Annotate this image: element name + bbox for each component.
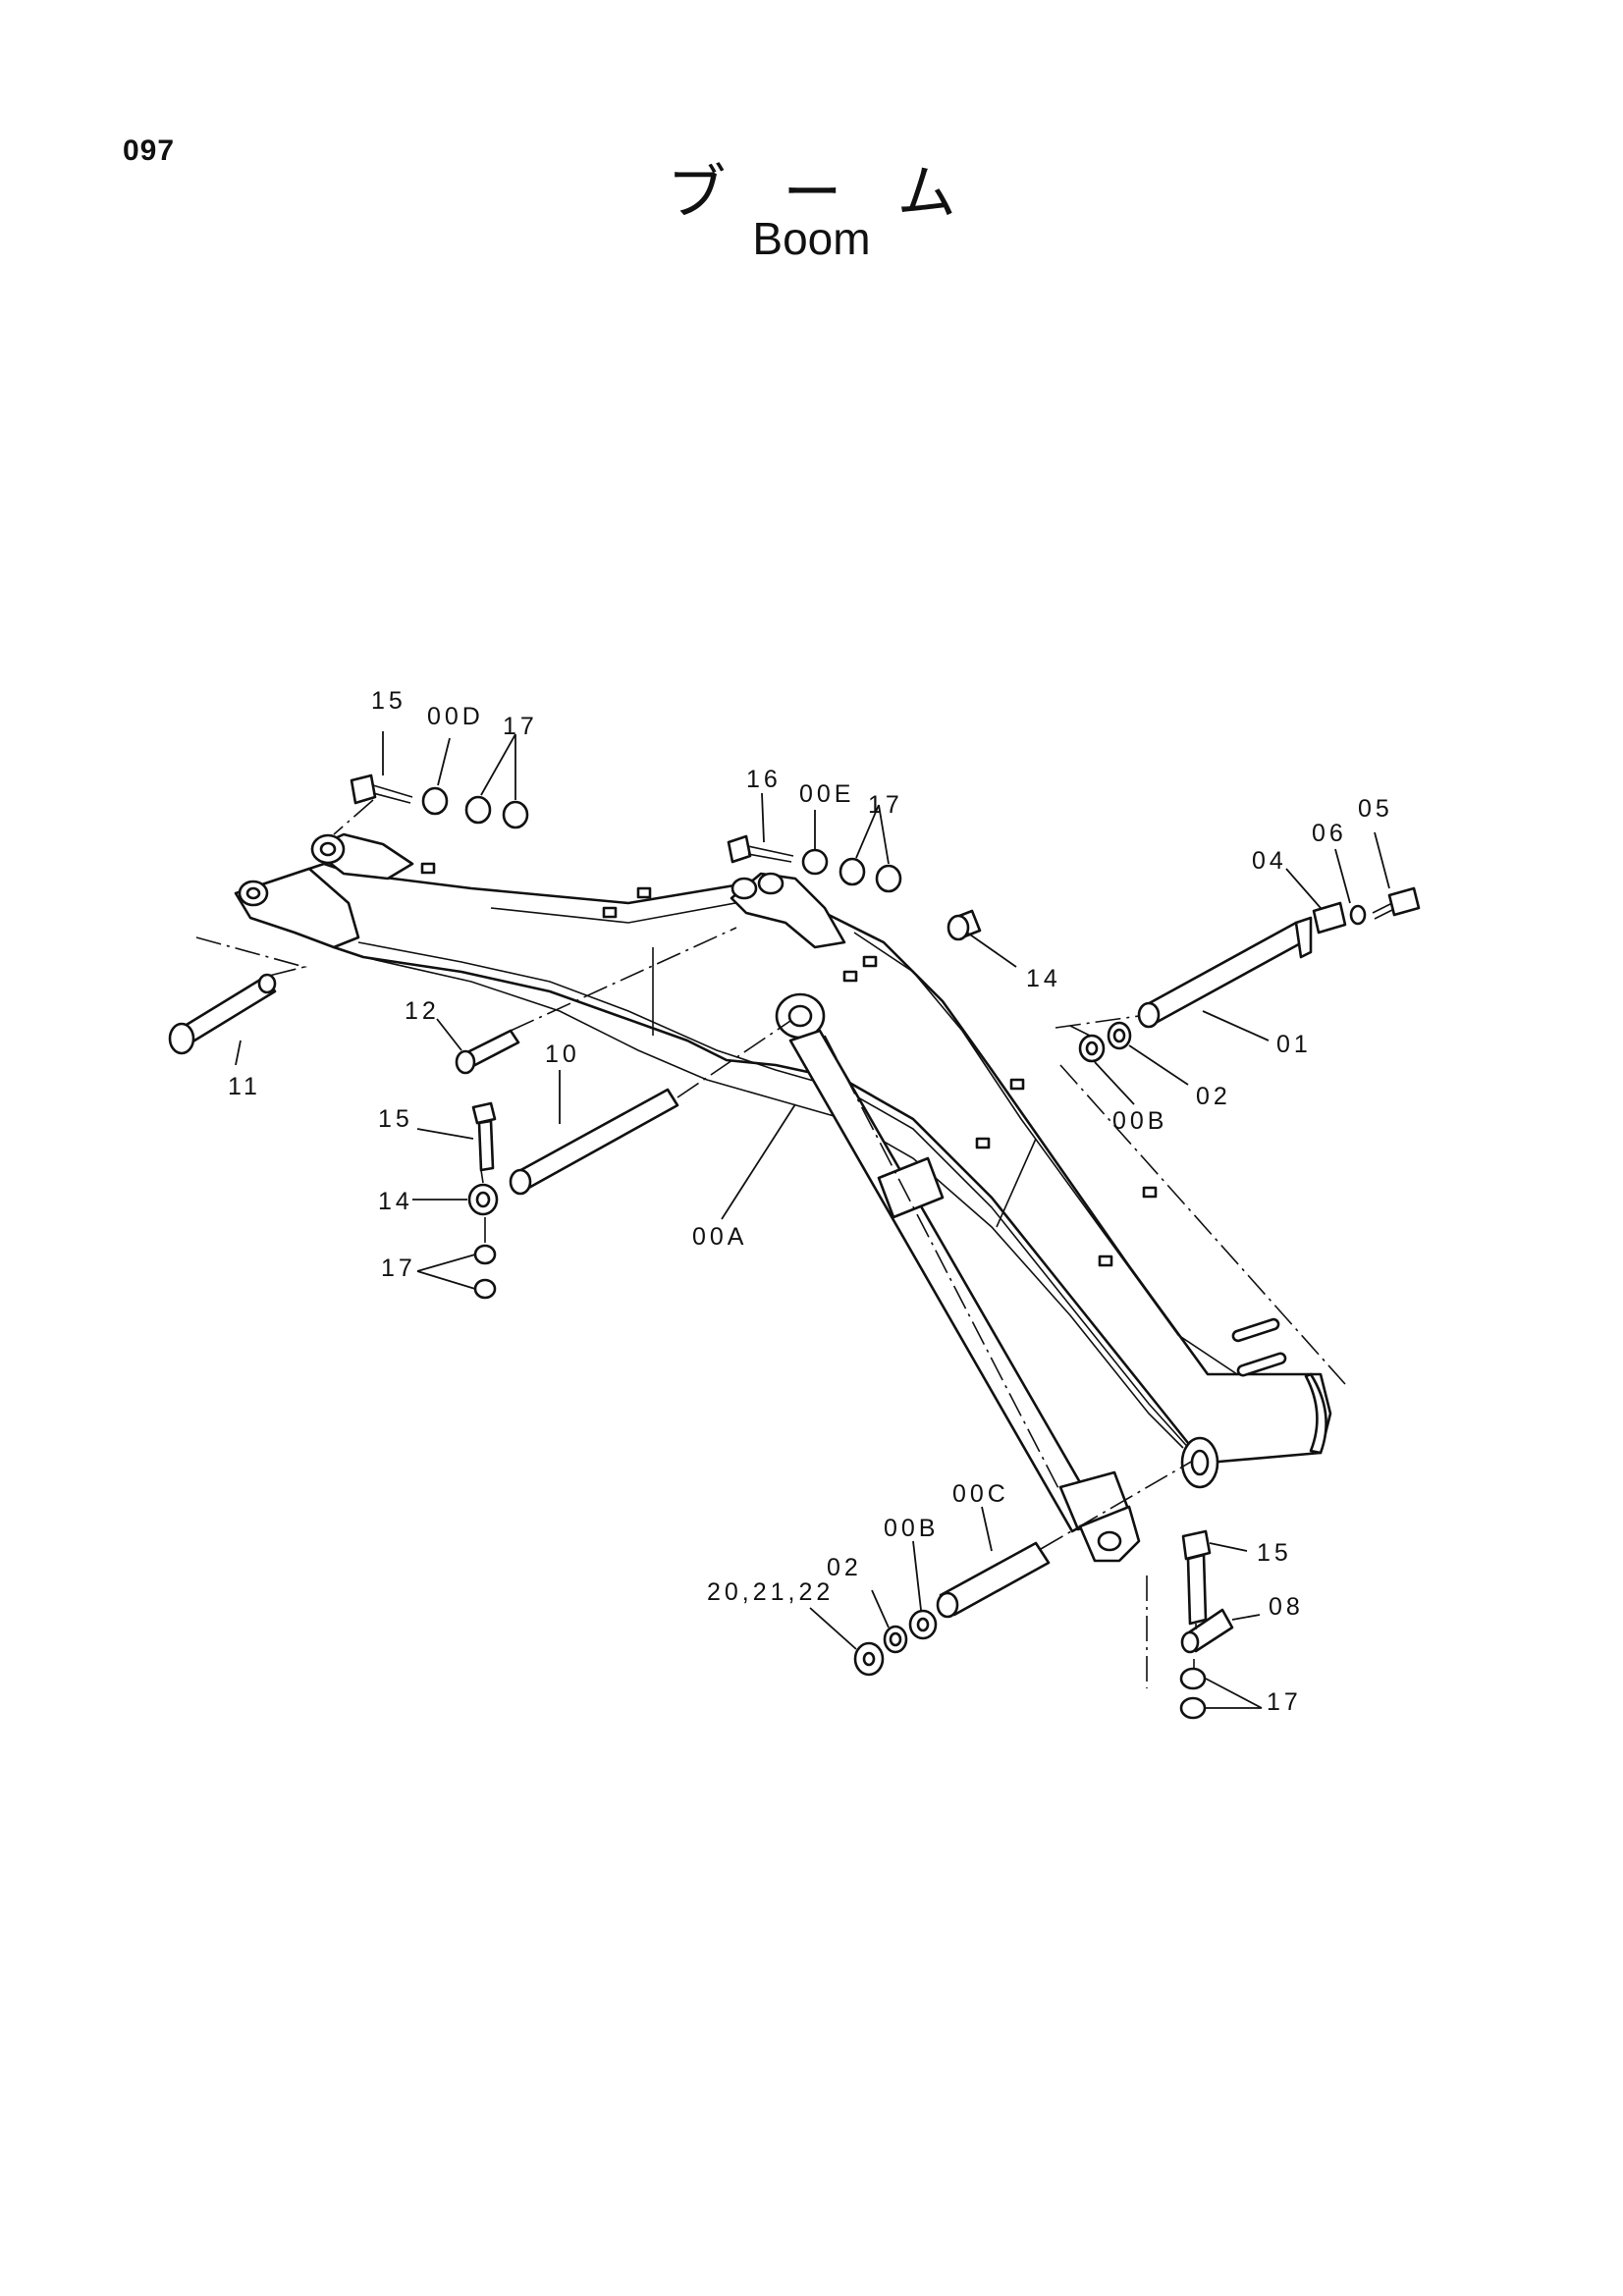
bushing-00B-right [1078,1034,1106,1063]
washer-00D [421,786,449,816]
callout-08: 08 [1269,1593,1304,1621]
bushing-00B-bottom [908,1609,938,1640]
plate-04 [1312,901,1347,934]
leader-lines [235,731,1390,1709]
callout-10: 10 [545,1041,580,1068]
callout-11: 11 [228,1073,261,1100]
nut-17-top-b [502,800,529,829]
callout-02-right: 02 [1196,1083,1231,1110]
callout-06: 06 [1312,820,1347,847]
bolt-15-top [350,774,413,805]
callout-16: 16 [746,766,782,793]
nut-17-bottom-a [1179,1667,1207,1690]
bushing-14-right [947,909,982,941]
shim-20-21-22 [853,1641,885,1677]
page-number: 097 [123,134,176,167]
nut-17-left-b [473,1278,497,1300]
nut-17-left-a [473,1244,497,1265]
washer-00E [801,848,829,876]
callout-00B-bottom: 00B [884,1515,939,1542]
page-title-english: Boom [752,213,871,264]
callout-04: 04 [1252,847,1287,875]
washer-02-bottom [883,1625,908,1654]
bolt-16 [727,834,794,864]
washer-06 [1349,904,1367,926]
pin-00C [936,1541,1051,1619]
callout-17-mid: 17 [868,791,903,819]
callout-02-bottom: 02 [827,1554,862,1581]
callout-01: 01 [1276,1031,1312,1058]
callout-14-right: 14 [1026,965,1061,992]
callout-00D: 00D [427,703,484,730]
callout-05: 05 [1358,795,1393,823]
callout-labels: 15 00D 17 16 00E 17 05 06 04 14 01 02 00… [228,687,1393,1716]
bolt-15-left [471,1101,497,1172]
bolt-15-bottom [1181,1529,1212,1626]
pin-10 [509,1088,679,1196]
callout-12: 12 [405,997,440,1025]
washer-02-right [1107,1021,1132,1050]
callout-20-21-22: 20,21,22 [707,1578,834,1606]
boom-body [234,832,1332,1489]
bushing-14-left [467,1183,499,1216]
callout-17-left: 17 [381,1255,416,1282]
nut-17-mid-b [875,864,902,893]
nut-17-bottom-b [1179,1696,1207,1720]
pin-01 [1137,916,1313,1029]
callout-15-top: 15 [371,687,406,715]
nut-17-top-a [464,795,492,825]
callout-15-left: 15 [378,1105,413,1133]
assembly-lines [195,799,1346,1688]
pin-11 [168,973,277,1055]
callout-17-bottom: 17 [1267,1688,1302,1716]
callout-15-bottom: 15 [1257,1539,1292,1567]
collar-08 [1180,1608,1234,1654]
callout-00E: 00E [799,780,854,808]
callout-00B-right: 00B [1112,1107,1167,1135]
callout-17-top: 17 [503,713,538,740]
nut-17-mid-a [839,857,866,886]
pin-12 [455,1029,520,1075]
page-title-japanese: ブーム [667,159,1013,228]
callout-00A: 00A [692,1223,747,1251]
callout-14-left: 14 [378,1188,413,1215]
callout-00C: 00C [952,1480,1009,1508]
boom-cylinder [788,1029,1141,1563]
bolt-05 [1372,886,1421,920]
